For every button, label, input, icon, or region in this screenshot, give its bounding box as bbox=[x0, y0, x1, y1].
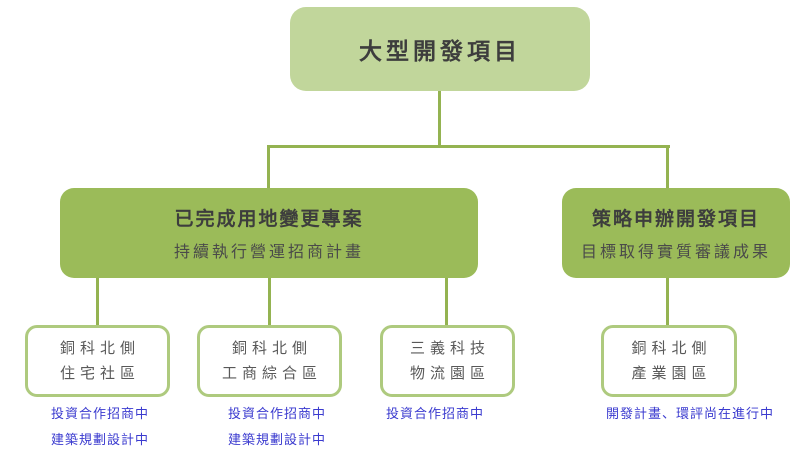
connector-leaf3-stem bbox=[445, 278, 448, 325]
connector-root-stem bbox=[438, 91, 441, 146]
leaf-label-line2: 產業園區 bbox=[631, 365, 712, 382]
connector-leaf4-stem bbox=[666, 278, 669, 325]
connector-horizontal-bar bbox=[267, 145, 670, 148]
status-group-industrial-park: 開發計畫、環評尚在進行中 bbox=[590, 406, 790, 421]
leaf-node-logistics-park: 三義科技 物流園區 bbox=[380, 325, 515, 397]
branch-node-strategic-application: 策略申辦開發項目 目標取得實質審議成果 bbox=[562, 188, 790, 278]
branch-title: 已完成用地變更專案 bbox=[174, 209, 364, 230]
leaf-label-line1: 銅科北側 bbox=[231, 340, 312, 357]
status-text: 建築規劃設計中 bbox=[50, 432, 149, 447]
status-text: 開發計畫、環評尚在進行中 bbox=[605, 406, 774, 421]
connector-leaf1-stem bbox=[96, 278, 99, 325]
leaf-node-industrial-commercial-zone: 銅科北側 工商綜合區 bbox=[197, 325, 342, 397]
leaf-label-line2: 住宅社區 bbox=[59, 365, 140, 382]
leaf-label-line2: 物流園區 bbox=[409, 365, 490, 382]
branch-subtitle: 目標取得實質審議成果 bbox=[580, 244, 771, 261]
connector-right-branch-drop bbox=[666, 148, 669, 188]
branch-title: 策略申辦開發項目 bbox=[591, 209, 760, 230]
status-text: 投資合作招商中 bbox=[50, 406, 149, 421]
leaf-label-line1: 銅科北側 bbox=[59, 340, 140, 357]
leaf-label-line2: 工商綜合區 bbox=[221, 365, 322, 382]
connector-leaf2-stem bbox=[268, 278, 271, 325]
root-node-label: 大型開發項目 bbox=[359, 38, 521, 64]
leaf-node-industrial-park: 銅科北側 產業園區 bbox=[601, 325, 737, 397]
status-group-logistics-park: 投資合作招商中 bbox=[355, 406, 515, 421]
status-text: 投資合作招商中 bbox=[385, 406, 484, 421]
branch-subtitle: 持續執行營運招商計畫 bbox=[173, 244, 364, 261]
connector-left-branch-drop bbox=[267, 148, 270, 188]
leaf-node-residential-community: 銅科北側 住宅社區 bbox=[25, 325, 170, 397]
status-text: 投資合作招商中 bbox=[227, 406, 326, 421]
status-group-industrial-commercial-zone: 投資合作招商中 建築規劃設計中 bbox=[197, 406, 357, 447]
status-group-residential-community: 投資合作招商中 建築規劃設計中 bbox=[25, 406, 175, 447]
status-text: 建築規劃設計中 bbox=[227, 432, 326, 447]
leaf-label-line1: 銅科北側 bbox=[631, 340, 712, 357]
branch-node-completed-land-change: 已完成用地變更專案 持續執行營運招商計畫 bbox=[60, 188, 478, 278]
root-node-large-development-projects: 大型開發項目 bbox=[290, 7, 590, 91]
leaf-label-line1: 三義科技 bbox=[409, 340, 490, 357]
